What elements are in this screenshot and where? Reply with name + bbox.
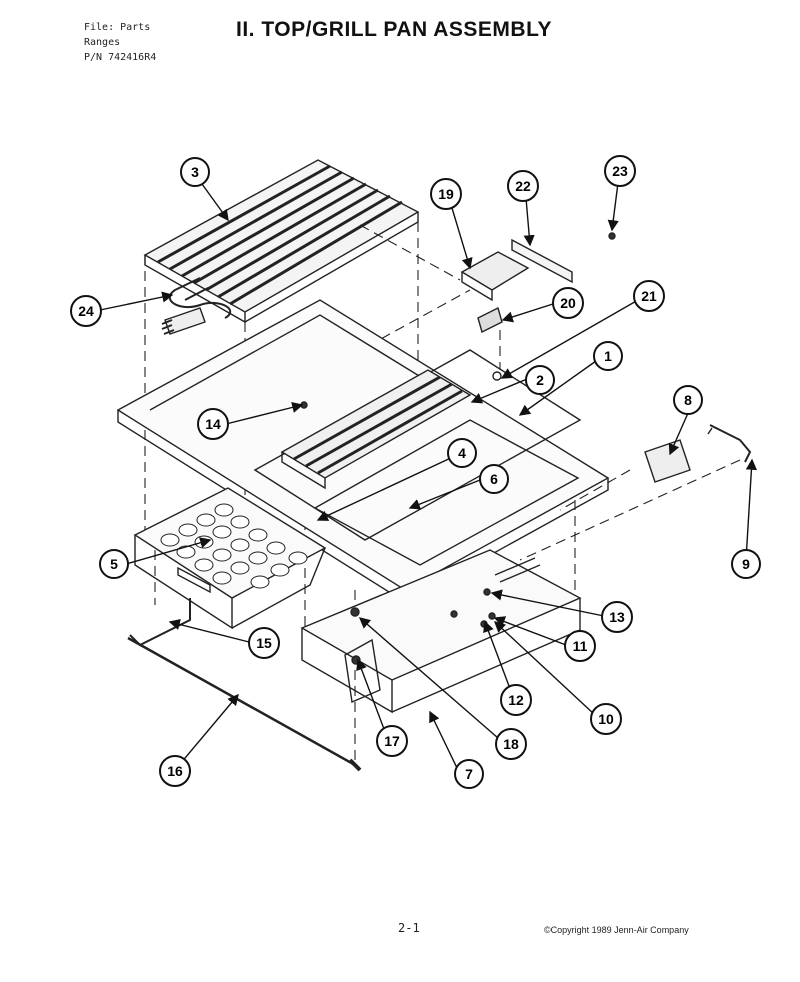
svg-text:6: 6 [490,471,498,487]
svg-text:8: 8 [684,392,692,408]
callout-17: 17 [376,725,408,757]
heating-element [161,277,232,335]
callout-19: 19 [430,178,462,210]
grill-grate-top [143,159,420,324]
callout-18: 18 [495,728,527,760]
svg-text:4: 4 [458,445,466,461]
svg-text:5: 5 [110,556,118,572]
svg-text:12: 12 [508,692,524,708]
rock-pan [133,487,327,630]
bracket-assembly [460,232,616,381]
file-line-3: P/N 742416R4 [84,52,157,63]
callout-15: 15 [248,627,280,659]
svg-text:18: 18 [503,736,519,752]
grill-grate-middle [280,369,472,490]
callout-22: 22 [507,170,539,202]
page-number: 2-1 [398,921,420,935]
support-rod [127,598,362,772]
callout-10: 10 [590,703,622,735]
svg-text:20: 20 [560,295,576,311]
svg-text:10: 10 [598,711,614,727]
svg-text:17: 17 [384,733,400,749]
copyright-notice: ©Copyright 1989 Jenn-Air Company [544,925,689,935]
svg-text:2: 2 [536,372,544,388]
callout-6: 6 [479,464,509,494]
callout-20: 20 [552,287,584,319]
file-info: File: Parts Ranges P/N 742416R4 [84,20,156,65]
svg-text:3: 3 [191,164,199,180]
page-title: II. TOP/GRILL PAN ASSEMBLY [236,18,552,41]
svg-text:11: 11 [573,638,588,654]
callout-4: 4 [447,438,477,468]
callout-21: 21 [633,280,665,312]
callout-7: 7 [454,759,484,789]
callout-2: 2 [525,365,555,395]
svg-text:7: 7 [465,766,473,782]
callouts: 3 24 19 22 23 20 21 2 1 14 8 4 6 5 9 13 … [70,155,761,789]
svg-text:9: 9 [742,556,750,572]
callout-12: 12 [500,684,532,716]
svg-text:1: 1 [604,348,612,364]
svg-text:15: 15 [256,635,272,651]
callout-5: 5 [99,549,129,579]
svg-text:19: 19 [438,186,454,202]
file-line-1: File: Parts [84,22,151,33]
callout-24: 24 [70,295,102,327]
callout-16: 16 [159,755,191,787]
callout-9: 9 [731,549,761,579]
callout-11: 11 [564,630,596,662]
callout-23: 23 [604,155,636,187]
callout-14: 14 [197,408,229,440]
svg-text:21: 21 [641,288,657,304]
callout-1: 1 [593,341,623,371]
svg-text:16: 16 [167,763,183,779]
drip-pan [300,549,582,714]
file-line-2: Ranges [84,37,121,48]
svg-text:13: 13 [609,609,625,625]
diagram-lines [116,159,752,772]
svg-text:23: 23 [612,163,628,179]
callout-3: 3 [180,157,210,187]
svg-text:24: 24 [78,303,94,319]
svg-text:14: 14 [205,416,221,432]
svg-text:22: 22 [515,178,531,194]
callout-8: 8 [673,385,703,415]
switch-assembly [644,424,752,483]
callout-13: 13 [601,601,633,633]
